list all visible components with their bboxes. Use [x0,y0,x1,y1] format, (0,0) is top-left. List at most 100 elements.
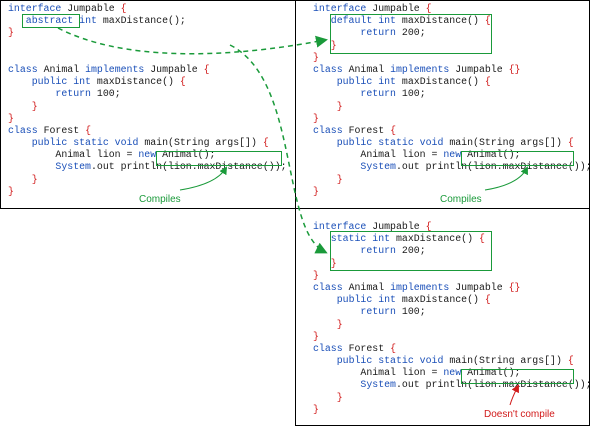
code-line: class Forest { [313,343,590,355]
code-token: { [179,76,186,88]
highlight-static-method [330,231,492,271]
code-line: default int maxDistance() { [313,15,590,27]
code-line: } [313,174,590,186]
code-token [8,101,32,112]
code-line: class Animal implements Jumpable {} [313,64,590,76]
code-line: Animal lion = new Animal(); [8,149,287,161]
code-token: Jumpable [61,3,121,14]
code-token: maxDistance() [390,233,479,245]
code-token: System [360,379,396,391]
highlight-abstract-method [22,14,80,28]
code-token: class [8,63,38,75]
callout-compiles-abstract: Compiles [139,194,181,205]
code-line: } [8,186,287,198]
code-token: { [484,76,491,88]
code-block-static: interface Jumpable { static int maxDista… [313,221,590,416]
code-token [8,174,32,185]
highlight-call-static [461,369,574,384]
code-token: } [336,391,343,403]
code-line: } [313,404,590,416]
code-token: { [484,15,491,27]
code-token [313,101,337,112]
code-line: } [313,392,590,404]
code-line: } [313,331,590,343]
code-line: } [313,101,590,113]
code-token: 200; [395,27,426,39]
callout-compiles-default: Compiles [440,194,482,205]
code-token: { [203,63,210,75]
code-line: static int maxDistance() { [313,233,590,245]
code-line [8,40,287,52]
code-token: public static void [336,355,444,367]
code-line: class Forest { [313,125,590,137]
code-token: Jumpable [144,63,204,75]
code-token [8,137,32,148]
code-token: Animal [37,63,86,75]
code-token: public static void [336,137,444,149]
code-line: class Forest { [8,125,287,137]
code-token: abstract [25,15,74,27]
code-token: Jumpable [366,221,426,232]
code-line: public static void main(String args[]) { [313,137,590,149]
code-token: Animal(); [156,149,216,161]
code-line [8,52,287,64]
code-token: interface [8,3,62,14]
code-line: System.out println(lion.maxDistance()); [8,161,287,173]
code-token: .out println(lion.maxDistance()); [90,161,287,173]
code-token: return [360,88,396,100]
code-token: Forest [342,124,391,136]
code-token [313,258,331,269]
code-token: maxDistance() [395,294,485,306]
code-line: return 100; [8,88,287,100]
code-line: public int maxDistance() { [313,294,590,306]
code-token: { [85,124,91,136]
code-line: Animal lion = new Animal(); [313,367,590,379]
code-token: 100; [395,306,426,318]
code-token: { [484,294,491,306]
code-token: } [8,112,14,124]
code-token: main(String args[]) [443,355,568,367]
code-token: interface [313,221,367,232]
code-token: Animal(); [461,367,521,379]
panel-default [295,0,590,209]
code-token: maxDistance() [90,76,180,88]
code-token: Forest [342,342,391,354]
code-token [313,40,331,51]
code-token: 100; [395,88,426,100]
code-line: } [313,40,590,52]
code-token: maxDistance() [395,15,485,27]
code-token: } [336,100,343,112]
code-line: System.out println(lion.maxDistance()); [313,161,590,173]
code-line: return 200; [313,245,590,257]
code-token: .out println(lion.maxDistance()); [395,161,590,173]
code-token: new [138,149,157,161]
code-token: maxDistance(); [96,15,186,27]
code-line: public int maxDistance() { [313,76,590,88]
code-token [313,319,337,330]
code-line: class Animal implements Jumpable { [8,64,287,76]
code-token: } [8,185,14,197]
code-token: Jumpable [366,3,426,14]
code-token: } [313,112,319,124]
code-token [313,306,360,317]
code-line: public int maxDistance() { [8,76,287,88]
code-token: static int [330,233,391,245]
code-token [8,161,55,172]
code-token: Animal(); [461,149,521,161]
code-token: {} [508,281,521,293]
code-token: class [313,342,343,354]
code-token: Animal lion = [8,149,139,161]
code-line: System.out println(lion.maxDistance()); [313,379,590,391]
code-token: Animal lion = [313,367,444,379]
code-token: } [313,269,319,281]
code-line: } [8,27,287,39]
code-line: return 100; [313,306,590,318]
code-token: new [443,367,462,379]
code-token [313,355,337,366]
code-token: Animal lion = [313,149,444,161]
code-token [313,88,360,99]
code-token: } [336,173,343,185]
code-line: } [313,270,590,282]
code-token: Animal [342,281,391,293]
code-token: } [330,39,337,51]
